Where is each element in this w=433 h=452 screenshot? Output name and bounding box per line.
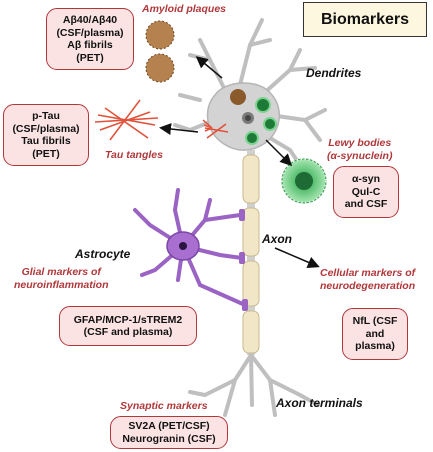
axon-label: Axon	[262, 232, 292, 246]
amyloid-category-label: Amyloid plaques	[142, 3, 227, 15]
page-title: Biomarkers	[303, 2, 427, 37]
marker-line: SV2A (PET/CSF)	[128, 420, 210, 432]
tau-marker-box: p-Tau (CSF/plasma) Tau fibrils (PET)	[3, 104, 89, 166]
synuclein-marker-box: α-syn Qul-C and CSF	[333, 166, 399, 218]
marker-line: Tau fibrils	[21, 135, 71, 147]
arrow-to-plaques	[195, 56, 223, 79]
amyloid-plaque-icon	[145, 20, 175, 83]
marker-line: GFAP/MCP-1/sTREM2	[73, 313, 183, 326]
marker-line: and CSF	[344, 198, 388, 211]
marker-line: Aβ fibrils	[67, 39, 113, 51]
tau-category-label: Tau tangles	[105, 149, 163, 161]
marker-line: p-Tau	[32, 110, 60, 122]
synaptic-marker-box: SV2A (PET/CSF) Neurogranin (CSF)	[110, 416, 228, 449]
marker-line: Aβ40/Aβ40	[62, 14, 118, 26]
marker-line: (CSF/plasma)	[12, 122, 80, 135]
marker-line: (PET)	[76, 51, 104, 64]
axon-terminals-shape	[188, 353, 320, 417]
nfl-marker-box: NfL (CSF and plasma)	[342, 308, 408, 360]
marker-line: (CSF and plasma)	[83, 326, 173, 338]
lewy-category-label: Lewy bodies (α-synuclein)	[327, 137, 393, 162]
marker-line: Neurogranin (CSF)	[122, 432, 216, 445]
glial-marker-box: GFAP/MCP-1/sTREM2 (CSF and plasma)	[59, 306, 197, 346]
dendrites-label: Dendrites	[306, 66, 362, 80]
marker-line: NfL (CSF	[352, 315, 398, 328]
marker-line: plasma)	[355, 340, 395, 353]
astrocyte-label: Astrocyte	[75, 247, 131, 261]
marker-line: (CSF/plasma)	[56, 26, 124, 39]
arrow-to-cellular	[274, 247, 320, 268]
lewy-body-small	[263, 117, 277, 131]
marker-line: and	[365, 327, 385, 340]
lewy-body-small	[245, 131, 259, 145]
arrow-to-tangles	[159, 123, 199, 135]
lewy-body-small	[255, 97, 271, 113]
marker-line: (PET)	[32, 147, 60, 160]
plaque-small	[230, 89, 246, 105]
amyloid-marker-box: Aβ40/Aβ40 (CSF/plasma) Aβ fibrils (PET)	[46, 8, 134, 70]
arrow-to-lewy	[265, 139, 293, 167]
dendrites-shape	[173, 18, 327, 167]
myelin-sheath	[242, 154, 260, 354]
synaptic-category-label: Synaptic markers	[120, 400, 208, 412]
cellular-category-label: Cellular markers of neurodegeneration	[320, 267, 416, 292]
tau-tangle-icon	[94, 99, 229, 141]
axon-terminals-label: Axon terminals	[276, 396, 363, 410]
marker-line: α-syn	[351, 173, 381, 186]
marker-line: Qul-C	[351, 185, 381, 198]
lewy-body-icon	[281, 158, 327, 204]
glial-category-label: Glial markers of neuroinflammation	[14, 266, 109, 291]
